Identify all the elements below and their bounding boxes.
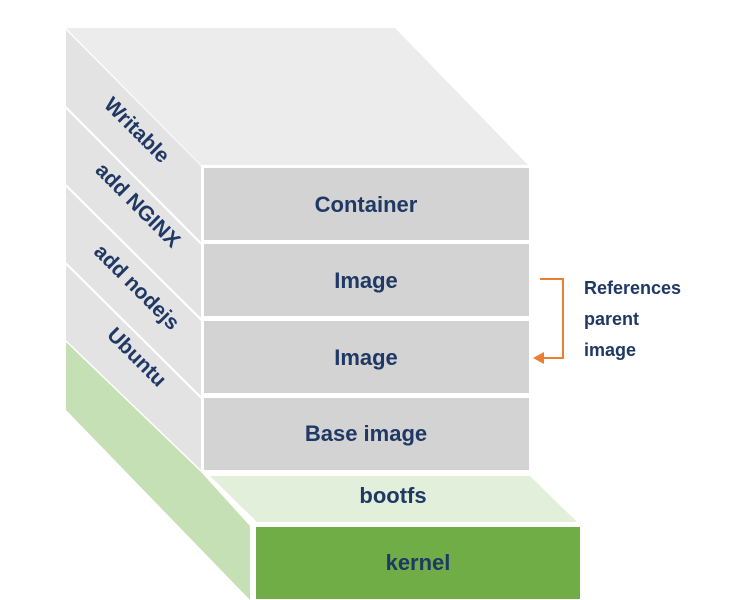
bootfs-label: bootfs <box>359 483 426 508</box>
layer-image-lower <box>204 321 529 393</box>
side-face-nginx <box>66 109 201 318</box>
kernel-label: kernel <box>386 550 451 575</box>
top-face <box>66 28 528 165</box>
side-face-ubuntu <box>66 265 201 470</box>
layer-kernel <box>256 527 580 599</box>
side-face-writable <box>66 30 201 242</box>
annotation-line-1: References <box>584 278 681 298</box>
layer-bootfs <box>210 476 577 522</box>
side-face-kernel <box>66 342 250 600</box>
container-label: Container <box>315 192 418 217</box>
reference-arrowhead <box>533 352 544 364</box>
layer-container <box>204 168 529 240</box>
side-face-nodejs <box>66 187 201 396</box>
image-upper-label: Image <box>334 268 398 293</box>
layer-image-upper <box>204 244 529 316</box>
base-image-label: Base image <box>305 421 427 446</box>
reference-bracket <box>540 278 564 359</box>
image-lower-label: Image <box>334 345 398 370</box>
annotation-line-2: parent <box>584 309 639 329</box>
layer-base-image <box>204 398 529 470</box>
annotation-line-3: image <box>584 340 636 360</box>
